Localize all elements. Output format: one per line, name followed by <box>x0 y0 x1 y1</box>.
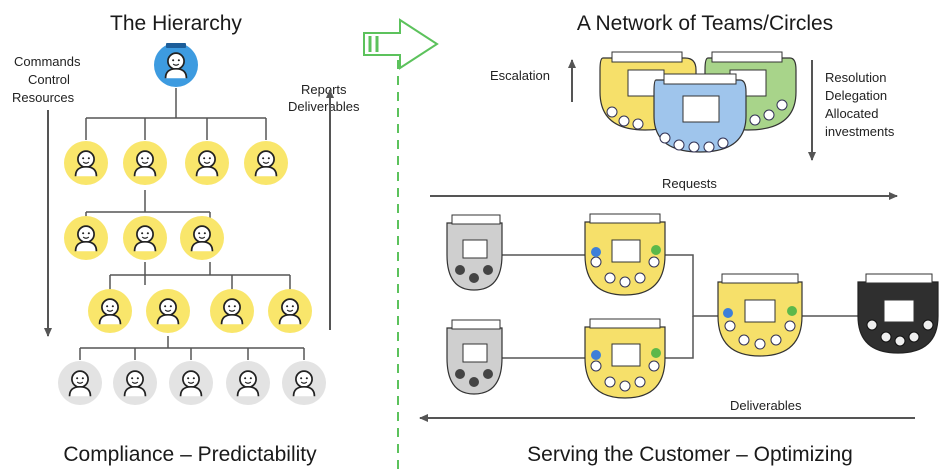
allocated-label: Allocated <box>825 106 878 121</box>
team-member-avatar <box>244 141 288 185</box>
team-black-right <box>857 273 939 354</box>
member-dots <box>606 99 788 153</box>
delegation-label: Delegation <box>825 88 887 103</box>
right-arrow-icon <box>363 18 439 70</box>
network-footer: Serving the Customer – Optimizing <box>527 443 853 466</box>
team-yellow-center <box>717 273 803 357</box>
team-member-avatar <box>282 361 326 405</box>
hierarchy-row-4 <box>58 361 326 405</box>
hierarchy-row-2 <box>64 216 224 260</box>
escalation-label: Escalation <box>490 68 550 83</box>
resources-label: Resources <box>12 90 75 105</box>
team-member-avatar <box>64 216 108 260</box>
team-member-avatar <box>226 361 270 405</box>
team-member-avatar <box>210 289 254 333</box>
network-panel: A Network of Teams/Circles <box>419 12 939 466</box>
team-member-avatar <box>169 361 213 405</box>
team-member-avatar <box>123 216 167 260</box>
core-circles-cluster <box>599 51 797 153</box>
team-yellow-top <box>584 213 666 296</box>
network-links <box>502 254 858 359</box>
deliverables-label-right: Deliverables <box>730 398 802 413</box>
hierarchy-footer: Compliance – Predictability <box>63 443 317 466</box>
team-member-avatar <box>146 289 190 333</box>
control-label: Control <box>28 72 70 87</box>
team-gray-top <box>446 214 503 291</box>
resolution-label: Resolution <box>825 70 886 85</box>
hierarchy-row-1 <box>64 141 288 185</box>
investments-label: investments <box>825 124 895 139</box>
team-yellow-bottom <box>584 318 666 399</box>
team-member-avatar <box>123 141 167 185</box>
reports-label: Reports <box>301 82 347 97</box>
team-member-avatar <box>185 141 229 185</box>
deliverables-label-left: Deliverables <box>288 99 360 114</box>
team-member-avatar <box>268 289 312 333</box>
team-member-avatar <box>88 289 132 333</box>
hierarchy-row-3 <box>88 289 312 333</box>
leader-avatar-icon <box>154 43 198 87</box>
core-circle-blue <box>653 73 747 153</box>
team-member-avatar <box>64 141 108 185</box>
hierarchy-panel: The Hierarchy Commands Control Resources… <box>12 12 360 466</box>
team-member-avatar <box>58 361 102 405</box>
team-gray-bottom <box>446 319 503 395</box>
requests-label: Requests <box>662 176 717 191</box>
commands-label: Commands <box>14 54 81 69</box>
panel-divider <box>363 18 439 470</box>
team-member-avatar <box>113 361 157 405</box>
network-title: A Network of Teams/Circles <box>577 12 833 35</box>
hierarchy-title: The Hierarchy <box>110 12 242 35</box>
team-member-avatar <box>180 216 224 260</box>
